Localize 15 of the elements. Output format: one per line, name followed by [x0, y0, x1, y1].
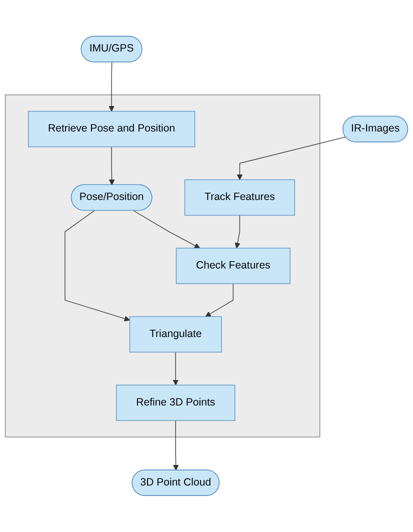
arrow — [108, 62, 114, 112]
node-box: Triangulate — [129, 316, 222, 353]
cluster — [4, 94, 320, 438]
node-box: Track Features — [184, 179, 295, 216]
arrow — [64, 210, 130, 322]
arrow — [205, 283, 234, 317]
arrow — [133, 210, 200, 248]
arrow — [108, 146, 115, 186]
arrow — [172, 352, 179, 386]
arrow — [236, 136, 346, 180]
node-box: Retrieve Pose and Position — [28, 111, 196, 148]
node-box: Refine 3D Points — [116, 384, 236, 421]
arrow — [172, 420, 179, 471]
arrow — [234, 214, 240, 248]
node-box: Check Features — [176, 248, 290, 284]
